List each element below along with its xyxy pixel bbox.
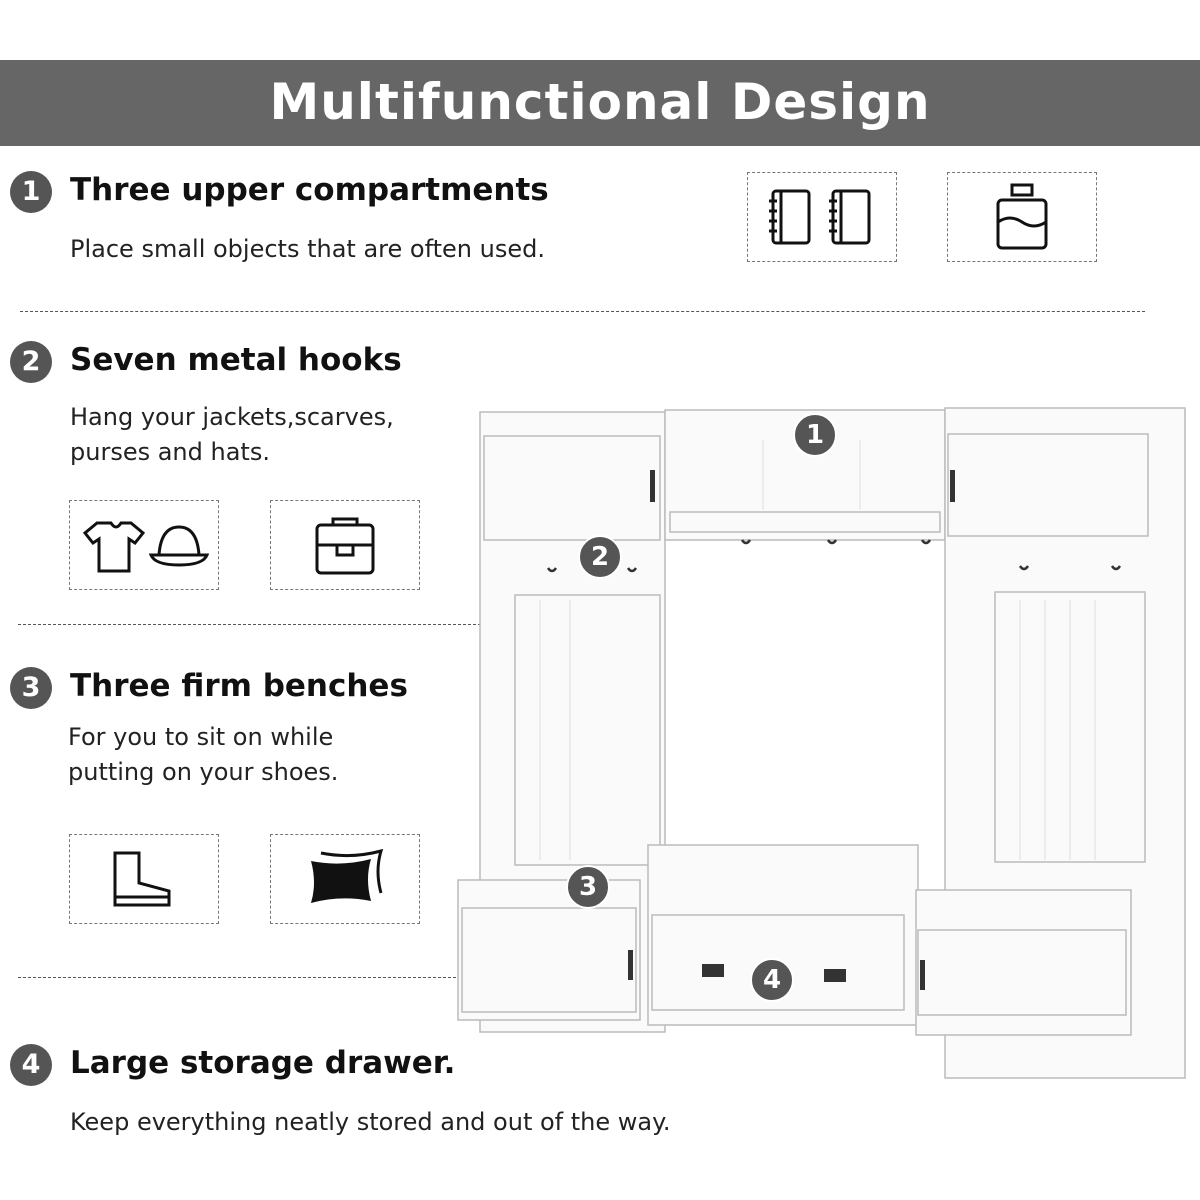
section-text: putting on your shoes. — [68, 758, 339, 786]
boot-icon — [69, 834, 219, 924]
section-heading: Three firm benches — [70, 668, 408, 704]
marker-badge: 2 — [578, 535, 622, 579]
divider — [20, 311, 1145, 312]
pillow-icon — [270, 834, 420, 924]
section-heading: Seven metal hooks — [70, 342, 402, 378]
section-text: purses and hats. — [70, 438, 270, 466]
section-number: 4 — [10, 1044, 52, 1086]
title-banner: Multifunctional Design — [0, 60, 1200, 146]
section-number: 3 — [10, 667, 52, 709]
section-text: For you to sit on while — [68, 723, 334, 751]
leader-line — [18, 624, 601, 625]
marker-badge: 1 — [793, 413, 837, 457]
perfume-bottle-icon — [947, 172, 1097, 262]
section-number: 2 — [10, 341, 52, 383]
section-text: Place small objects that are often used. — [70, 235, 545, 263]
section-text: Hang your jackets,scarves, — [70, 403, 394, 431]
hall-tree-furniture-image — [457, 407, 1186, 1079]
marker-badge: 3 — [566, 865, 610, 909]
bag-icon — [270, 500, 420, 590]
leader-line — [18, 977, 591, 978]
notebook-icon — [747, 172, 897, 262]
section-heading: Large storage drawer. — [70, 1045, 456, 1081]
section-text: Keep everything neatly stored and out of… — [70, 1108, 671, 1136]
section-heading: Three upper compartments — [70, 172, 549, 208]
marker-badge: 4 — [750, 958, 794, 1002]
section-number: 1 — [10, 171, 52, 213]
tshirt-hat-icon — [69, 500, 219, 590]
